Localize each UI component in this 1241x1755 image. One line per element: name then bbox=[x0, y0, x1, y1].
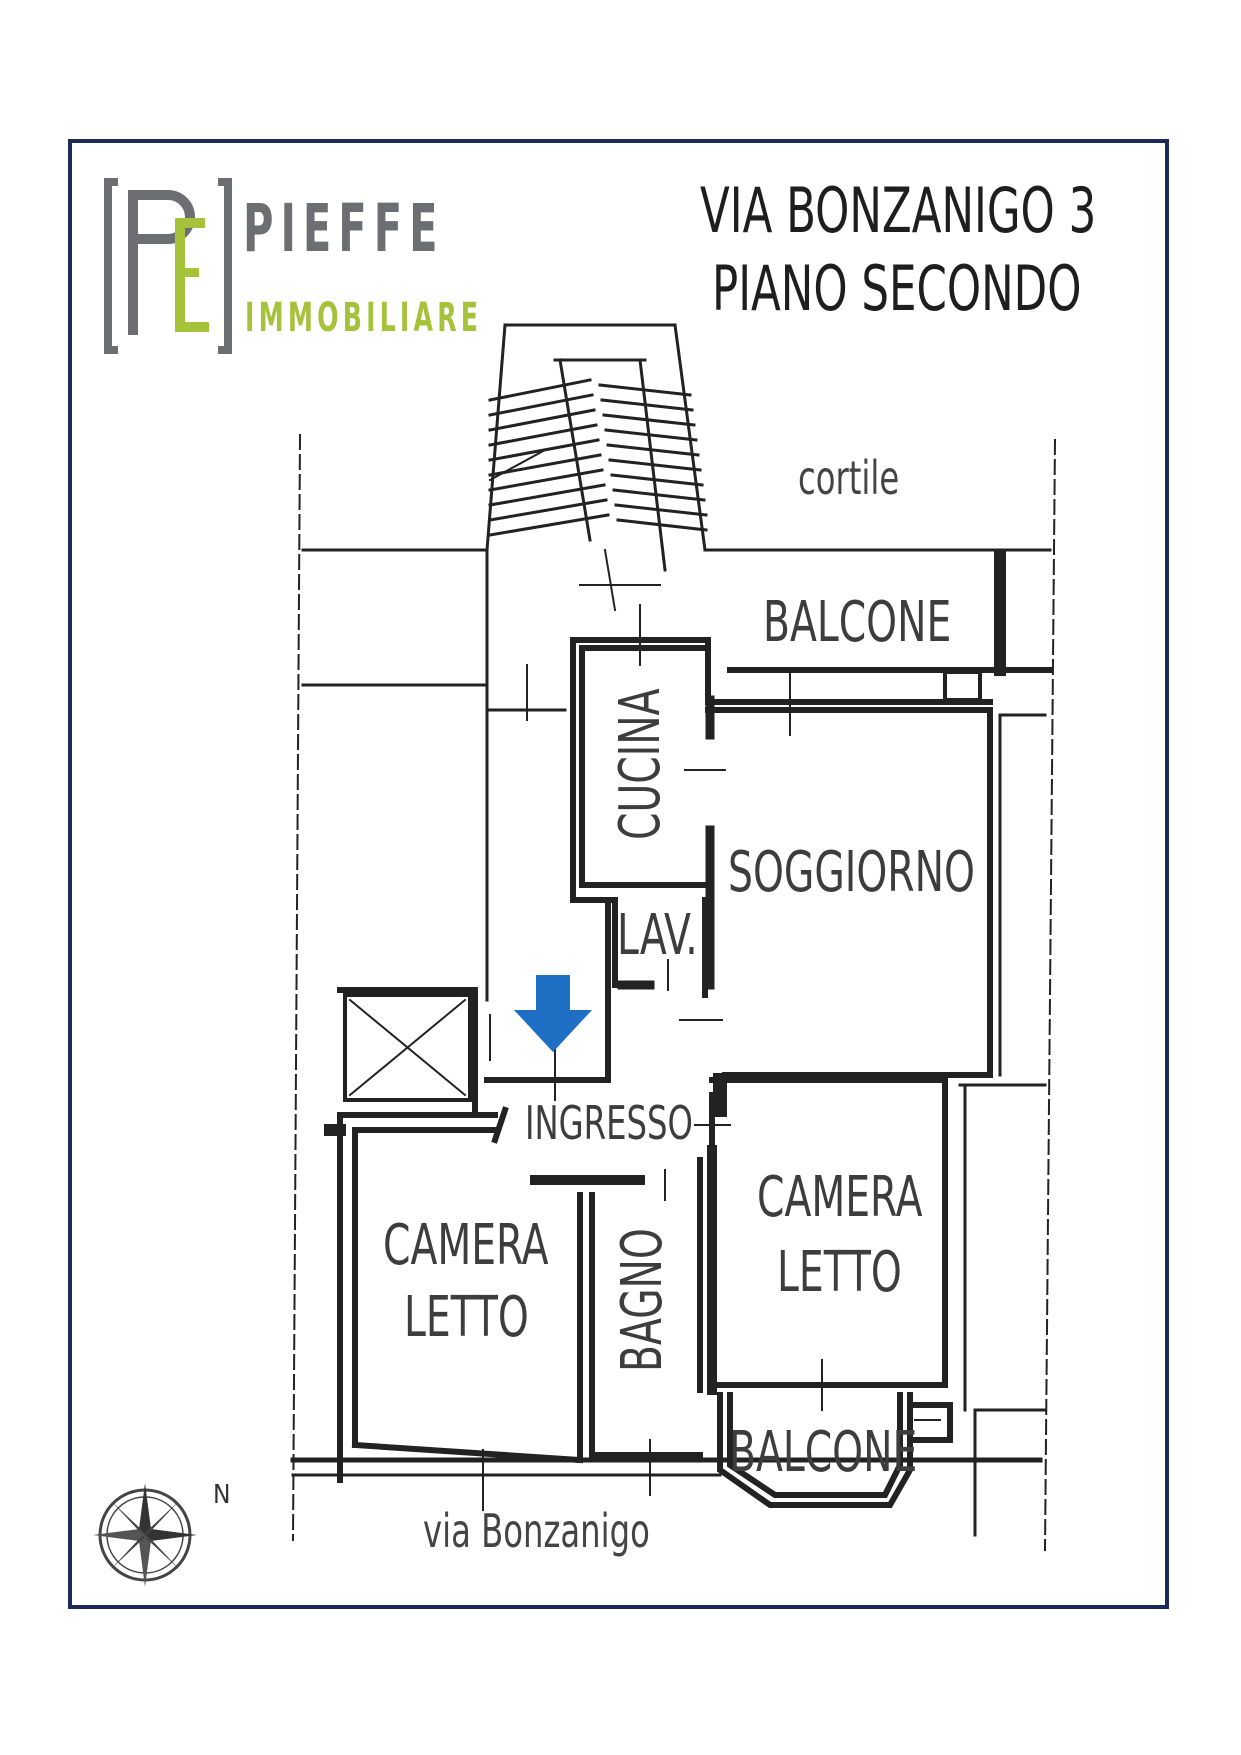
label-balcone-bottom: BALCONE bbox=[729, 1420, 918, 1485]
logo-monogram-icon bbox=[128, 190, 209, 335]
street-label: via Bonzanigo bbox=[423, 1504, 650, 1558]
label-ingresso: INGRESSO bbox=[525, 1096, 693, 1150]
entry-arrow-icon bbox=[514, 975, 592, 1052]
boundary-right-dashed bbox=[1043, 438, 1057, 1552]
label-bagno: BAGNO bbox=[610, 1228, 675, 1372]
logo-brackets bbox=[104, 178, 232, 354]
boundary-left-dashed bbox=[291, 433, 302, 1542]
address-title: VIA BONZANIGO 3 bbox=[700, 174, 1097, 247]
logo-name: PIEFFE bbox=[243, 190, 445, 267]
label-cortile: cortile bbox=[798, 451, 900, 505]
apartment-walls bbox=[290, 549, 1053, 1508]
frame-border bbox=[68, 139, 1169, 1609]
label-letto-right: LETTO bbox=[777, 1240, 902, 1305]
neighbour-walls bbox=[301, 548, 1052, 1537]
label-cucina: CUCINA bbox=[608, 688, 673, 840]
label-balcone-top: BALCONE bbox=[763, 590, 952, 655]
label-camera-left: CAMERA bbox=[383, 1213, 549, 1278]
label-letto-left: LETTO bbox=[404, 1285, 529, 1350]
compass-rose-icon bbox=[93, 1483, 197, 1587]
staircase bbox=[485, 323, 708, 612]
north-label: N bbox=[213, 1480, 231, 1510]
label-soggiorno: SOGGIORNO bbox=[728, 840, 975, 905]
logo-subtitle: IMMOBILIARE bbox=[245, 295, 483, 341]
label-camera-right: CAMERA bbox=[757, 1165, 923, 1230]
floor-title: PIANO SECONDO bbox=[712, 252, 1082, 325]
label-lav: LAV. bbox=[617, 903, 698, 968]
